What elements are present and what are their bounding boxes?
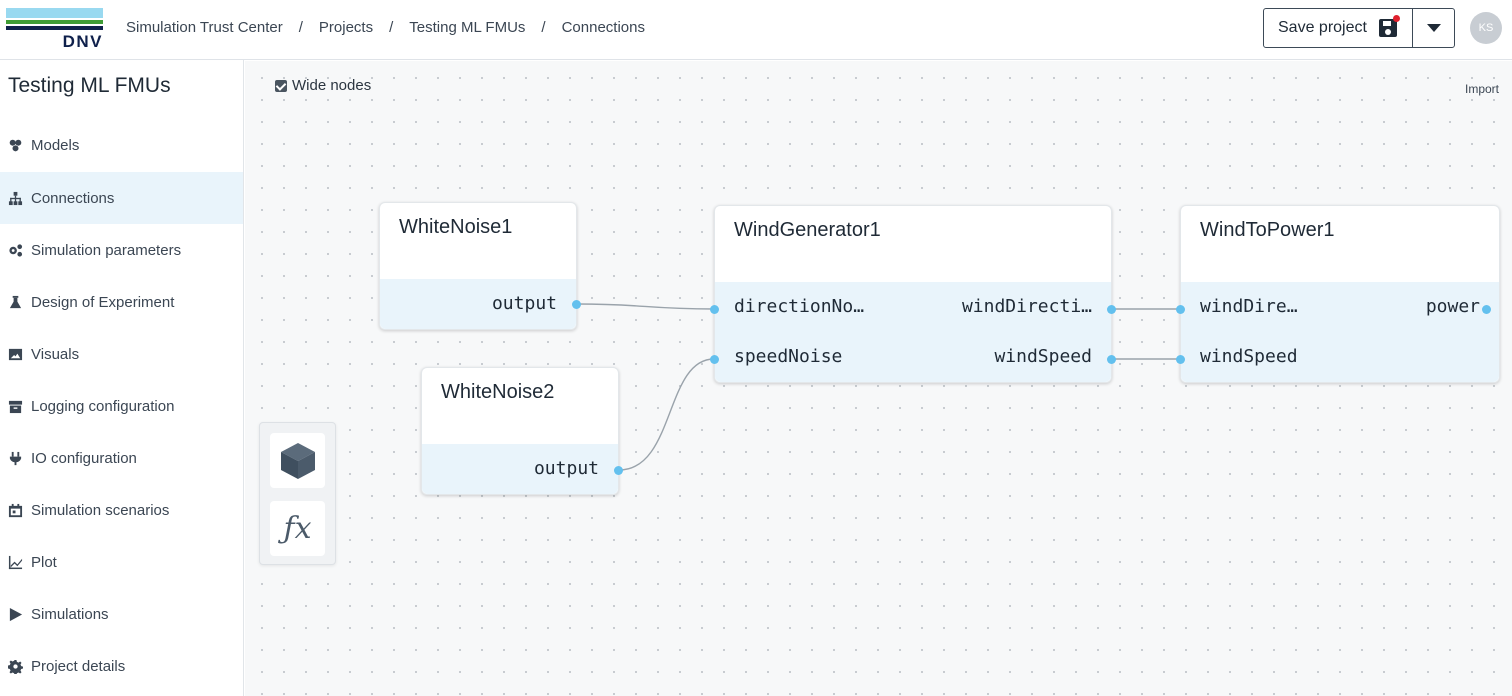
port-windspeed: windSpeed	[1200, 346, 1298, 367]
input-port-handle[interactable]	[1176, 305, 1185, 314]
node-ports: directionNo… windDirecti… speedNoise win…	[715, 282, 1111, 382]
node-windgenerator1[interactable]: WindGenerator1 directionNo… windDirecti……	[710, 205, 1116, 383]
output-port-handle[interactable]	[1482, 305, 1491, 314]
breadcrumb-item-project[interactable]: Testing ML FMUs	[409, 19, 526, 36]
sidebar-item-label: Simulation parameters	[31, 241, 182, 259]
sidebar-item-label: Connections	[31, 189, 115, 207]
fmu-cube-icon	[280, 442, 315, 479]
project-title: Testing ML FMUs	[8, 74, 171, 97]
node-ports: output	[422, 444, 618, 494]
unsaved-indicator-dot	[1392, 15, 1400, 22]
plug-icon	[8, 451, 23, 466]
add-function-button[interactable]: ƒx	[270, 501, 325, 556]
logo-text: DNV	[62, 32, 103, 51]
logo-bar-green	[6, 20, 103, 24]
sidebar-item-simulations[interactable]: Simulations	[0, 588, 243, 640]
user-avatar[interactable]: KS	[1470, 12, 1502, 44]
sidebar-item-label: Visuals	[31, 345, 80, 363]
archive-icon	[8, 399, 23, 414]
node-title: WindToPower1	[1200, 219, 1335, 241]
image-icon	[8, 347, 23, 362]
output-port-handle[interactable]	[572, 300, 581, 309]
breadcrumb-separator: /	[389, 19, 394, 36]
models-icon	[8, 138, 23, 153]
save-project-button[interactable]: Save project	[1264, 9, 1413, 47]
wide-nodes-label: Wide nodes	[292, 77, 372, 94]
input-port-handle[interactable]	[1176, 355, 1185, 364]
port-output: output	[533, 458, 599, 479]
node-whitenoise1[interactable]: WhiteNoise1 output	[379, 202, 581, 330]
port-winddire: windDire…	[1200, 296, 1298, 317]
sidebar-item-simulation-parameters[interactable]: Simulation parameters	[0, 224, 243, 276]
port-output: output	[491, 293, 557, 314]
sidebar: Testing ML FMUs Models Connections Simul…	[0, 60, 244, 696]
node-windtopower1[interactable]: WindToPower1 windDire… power windSpeed	[1176, 205, 1500, 383]
sidebar-item-label: Models	[31, 136, 80, 154]
save-options-dropdown-button[interactable]	[1413, 9, 1454, 47]
sidebar-item-label: IO configuration	[31, 449, 137, 467]
sidebar-item-label: Simulation scenarios	[31, 501, 170, 519]
import-button[interactable]: Import	[1465, 82, 1500, 96]
port-winddirection: windDirecti…	[961, 296, 1092, 317]
output-port-handle[interactable]	[614, 466, 623, 475]
play-icon	[8, 607, 23, 622]
port-windspeed: windSpeed	[994, 346, 1092, 367]
calendar-icon	[8, 503, 23, 518]
input-port-handle[interactable]	[710, 305, 719, 314]
node-ports: windDire… power windSpeed	[1181, 282, 1499, 382]
sidebar-item-visuals[interactable]: Visuals	[0, 328, 243, 380]
sidebar-item-models[interactable]: Models	[0, 119, 243, 171]
wire-whitenoise1-to-directionnoise	[576, 303, 715, 310]
sidebar-item-simulation-scenarios[interactable]: Simulation scenarios	[0, 484, 243, 536]
sitemap-icon	[8, 191, 23, 206]
sidebar-item-io-configuration[interactable]: IO configuration	[0, 432, 243, 484]
sidebar-item-project-details[interactable]: Project details	[0, 640, 243, 692]
gear-icon	[8, 659, 23, 674]
gears-icon	[8, 243, 23, 258]
caret-down-icon	[1426, 24, 1441, 32]
node-whitenoise2[interactable]: WhiteNoise2 output	[421, 367, 623, 495]
node-title: WindGenerator1	[734, 219, 881, 241]
app-header: DNV Simulation Trust Center / Projects /…	[0, 0, 1512, 60]
breadcrumb-item-home[interactable]: Simulation Trust Center	[126, 19, 283, 36]
sidebar-item-label: Project details	[31, 657, 126, 675]
logo-bar-sky	[6, 8, 103, 18]
add-fmu-button[interactable]	[270, 433, 325, 488]
breadcrumb: Simulation Trust Center / Projects / Tes…	[126, 19, 645, 36]
port-directionnoise: directionNo…	[734, 296, 865, 317]
breadcrumb-item-current: Connections	[561, 19, 645, 36]
sidebar-item-connections[interactable]: Connections	[0, 172, 243, 224]
breadcrumb-separator: /	[541, 19, 546, 36]
node-ports: output	[380, 279, 576, 329]
sidebar-item-logging-configuration[interactable]: Logging configuration	[0, 380, 243, 432]
node-title: WhiteNoise1	[399, 216, 513, 238]
dnv-logo[interactable]: DNV	[6, 8, 103, 51]
port-power: power	[1425, 296, 1480, 317]
floppy-disk-icon	[1378, 15, 1400, 37]
sidebar-item-plot[interactable]: Plot	[0, 536, 243, 588]
sidebar-item-label: Plot	[31, 553, 57, 571]
input-port-handle[interactable]	[710, 355, 719, 364]
logo-bar-navy	[6, 26, 103, 30]
node-title: WhiteNoise2	[441, 381, 555, 403]
node-toolbox: ƒx	[259, 422, 336, 565]
breadcrumb-item-projects[interactable]: Projects	[318, 19, 374, 36]
checkbox-checked-icon	[275, 79, 287, 92]
wire-whitenoise2-to-speednoise	[618, 358, 715, 471]
port-speednoise: speedNoise	[734, 346, 843, 367]
sidebar-item-label: Design of Experiment	[31, 293, 175, 311]
flask-icon	[8, 295, 23, 310]
sidebar-item-label: Simulations	[31, 605, 109, 623]
save-project-label: Save project	[1278, 19, 1367, 36]
sidebar-item-design-of-experiment[interactable]: Design of Experiment	[0, 276, 243, 328]
breadcrumb-separator: /	[298, 19, 303, 36]
function-fx-icon: ƒx	[283, 511, 312, 546]
connections-canvas[interactable]: Wide nodes Import WhiteNoise1 output Whi…	[245, 61, 1512, 696]
line-chart-icon	[8, 555, 23, 570]
output-port-handle[interactable]	[1107, 305, 1116, 314]
sidebar-item-label: Logging configuration	[31, 397, 175, 415]
wide-nodes-checkbox[interactable]: Wide nodes	[275, 77, 371, 94]
output-port-handle[interactable]	[1107, 355, 1116, 364]
save-project-group: Save project	[1263, 8, 1455, 48]
